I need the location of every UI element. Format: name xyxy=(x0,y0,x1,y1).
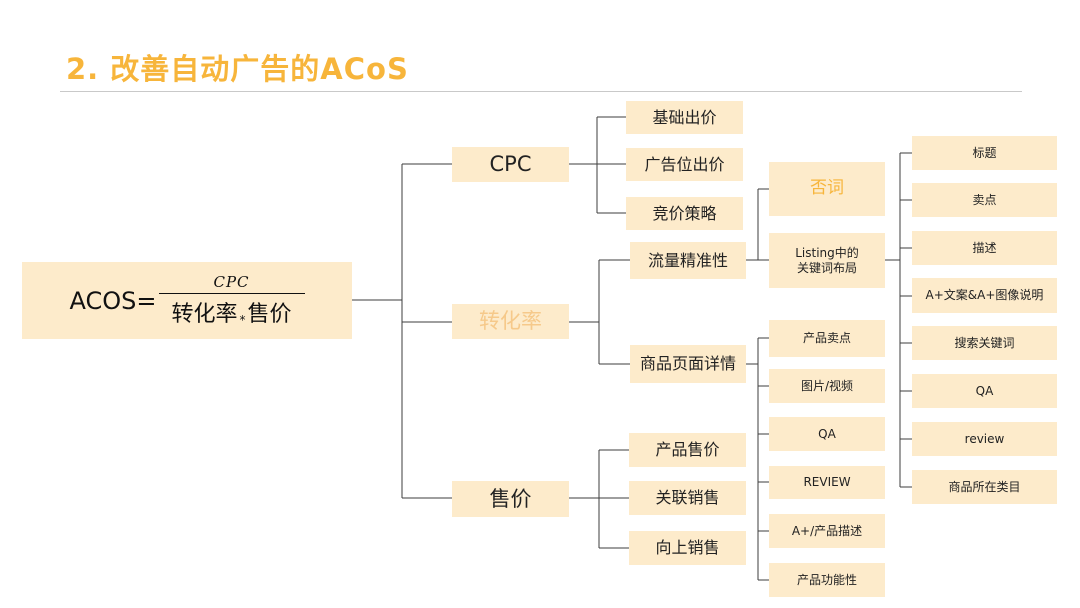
node-price-child: 产品售价 xyxy=(629,433,746,467)
node-cpc: CPC xyxy=(452,147,569,182)
acos-formula: ACOS= CPC 转化率*售价 xyxy=(22,262,352,339)
node-detail-child: 图片/视频 xyxy=(769,369,885,403)
formula-denominator: 转化率*售价 xyxy=(171,294,291,328)
connector-listing-children xyxy=(885,152,912,488)
node-detail-child: 产品卖点 xyxy=(769,320,885,357)
formula-fraction: CPC 转化率*售价 xyxy=(158,273,305,328)
connector-price-children xyxy=(569,449,629,549)
node-listing-child: review xyxy=(912,422,1057,456)
node-listing-child: 搜索关键词 xyxy=(912,326,1057,360)
node-listing-child: 标题 xyxy=(912,136,1057,170)
node-negative-keywords: 否词 xyxy=(769,162,885,216)
node-listing-child: A+文案&A+图像说明 xyxy=(912,278,1057,313)
node-price: 售价 xyxy=(452,481,569,517)
connector-traffic-children xyxy=(746,188,769,261)
connector-cpc-children xyxy=(569,116,626,214)
node-cpc-child: 竞价策略 xyxy=(626,197,743,230)
formula-numerator: CPC xyxy=(213,273,250,291)
title-divider xyxy=(60,91,1022,92)
listing-label-line2: 关键词布局 xyxy=(796,260,857,275)
node-detail-child: REVIEW xyxy=(769,466,885,499)
node-price-child: 向上销售 xyxy=(629,531,746,565)
node-detail-child: A+/产品描述 xyxy=(769,514,885,548)
node-listing-child: 描述 xyxy=(912,231,1057,265)
node-cpc-child: 基础出价 xyxy=(626,101,743,134)
node-traffic-precision: 流量精准性 xyxy=(630,242,746,279)
fraction-bar xyxy=(158,293,305,294)
node-detail-child: QA xyxy=(769,417,885,451)
connector-formula-to-l1 xyxy=(352,163,452,499)
denominator-right: 售价 xyxy=(247,302,292,327)
node-price-child: 关联销售 xyxy=(629,481,746,515)
node-product-page-detail: 商品页面详情 xyxy=(630,345,746,383)
listing-label-line1: Listing中的 xyxy=(795,245,859,260)
node-listing-child: 卖点 xyxy=(912,183,1057,217)
connector-detail-children xyxy=(746,337,769,581)
node-detail-child: 产品功能性 xyxy=(769,563,885,597)
multiply-operator: * xyxy=(239,313,246,327)
node-listing-child: QA xyxy=(912,374,1057,408)
node-listing-keyword-layout: Listing中的 关键词布局 xyxy=(769,233,885,288)
page-title: 2. 改善自动广告的ACoS xyxy=(66,52,409,86)
denominator-left: 转化率 xyxy=(171,302,238,327)
node-cpc-child: 广告位出价 xyxy=(626,148,743,181)
node-listing-child: 商品所在类目 xyxy=(912,470,1057,504)
formula-lhs: ACOS= xyxy=(69,286,157,315)
node-conversion-rate: 转化率 xyxy=(452,304,569,339)
connector-conversion-children xyxy=(569,259,630,365)
